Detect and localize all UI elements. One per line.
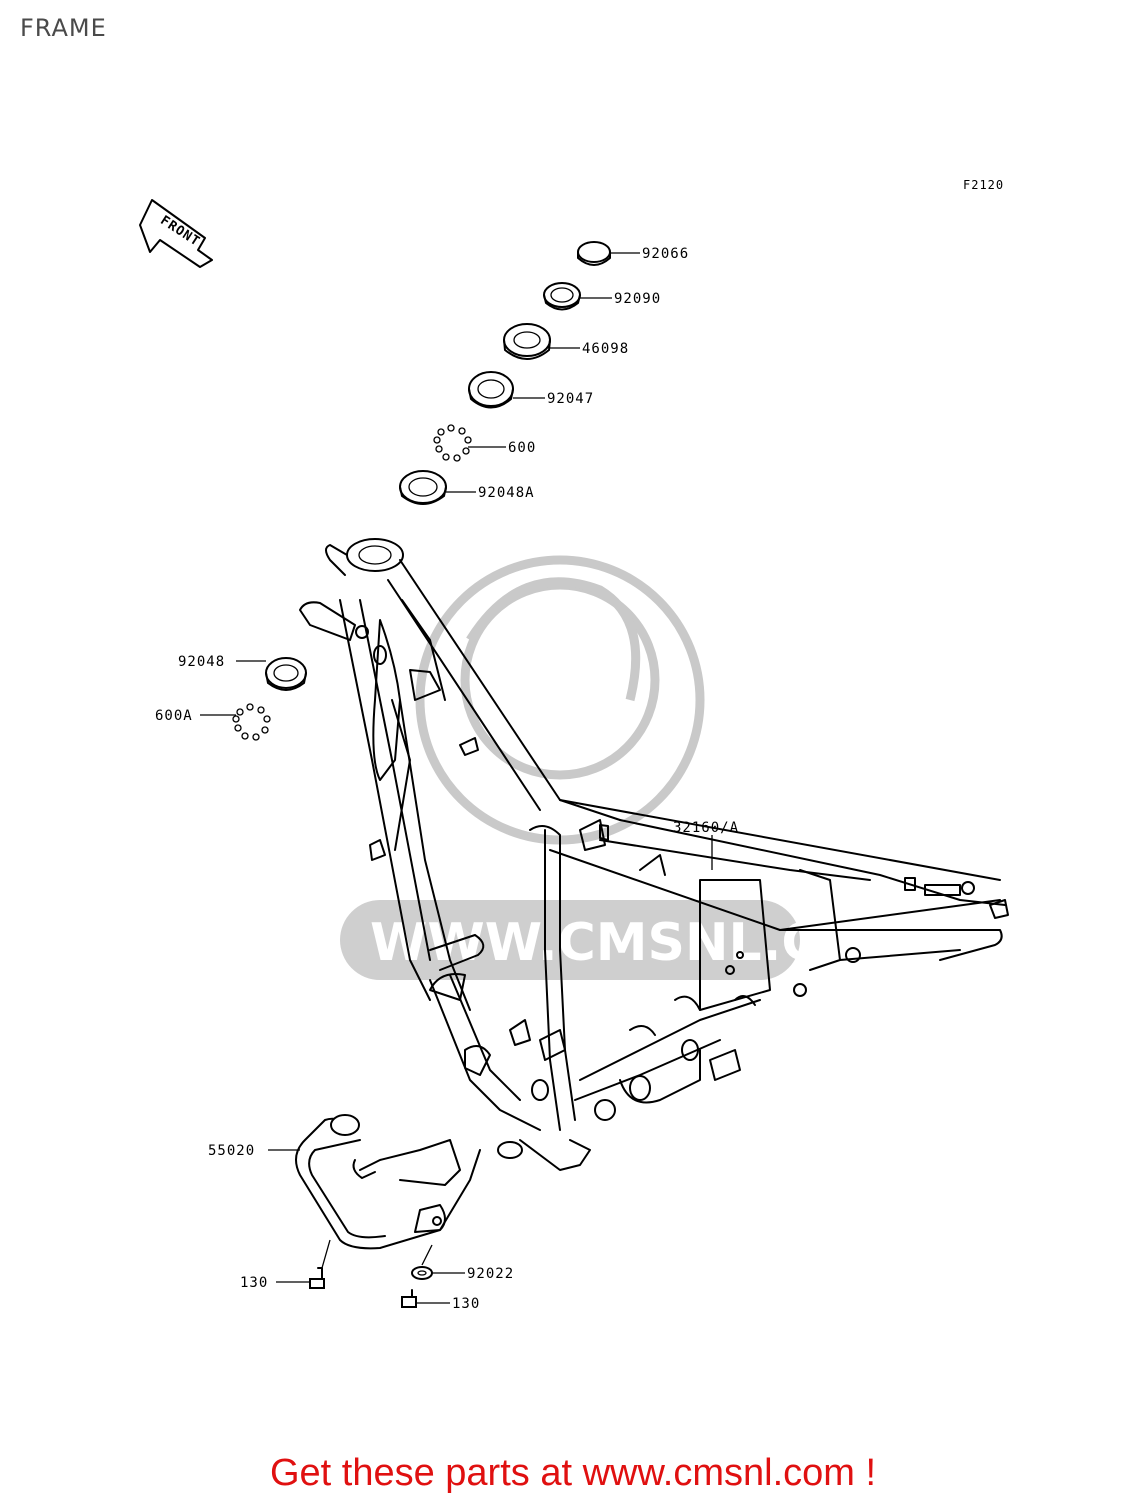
part-600-icon xyxy=(433,424,472,462)
part-130-bolt-icon xyxy=(309,1267,325,1289)
part-92066-icon xyxy=(577,241,611,266)
part-label-600A: 600A xyxy=(155,708,193,724)
part-label-92047: 92047 xyxy=(547,391,594,407)
part-label-55020: 55020 xyxy=(208,1143,255,1159)
part-label-92066: 92066 xyxy=(642,246,689,262)
part-92047-icon xyxy=(468,371,514,409)
part-55020-icon xyxy=(295,1114,481,1250)
part-label-92022: 92022 xyxy=(467,1266,514,1282)
part-label-92048: 92048 xyxy=(178,654,225,670)
part-46098-icon xyxy=(503,323,551,360)
frame-32160-icon xyxy=(299,538,1009,1171)
front-arrow-icon: FRONT xyxy=(139,199,213,268)
footer-cta-link[interactable]: Get these parts at www.cmsnl.com ! xyxy=(269,1452,877,1494)
part-600A-icon xyxy=(232,703,271,741)
parts-diagram: WWW.CMSNL.COM FRONT xyxy=(139,199,1009,1312)
part-92022-washer-icon xyxy=(411,1266,433,1280)
part-label-92090: 92090 xyxy=(614,291,661,307)
figure-code: F2120 xyxy=(963,178,1005,192)
leader-lines xyxy=(200,252,713,1304)
part-label-46098: 46098 xyxy=(582,341,629,357)
part-label-600: 600 xyxy=(508,440,536,456)
part-label-130-2: 130 xyxy=(452,1296,480,1312)
page-title: FRAME xyxy=(20,14,107,42)
part-92048A-icon xyxy=(399,470,447,505)
watermark-logo: WWW.CMSNL.COM xyxy=(340,555,915,980)
part-label-130: 130 xyxy=(240,1275,268,1291)
part-label-92048A: 92048A xyxy=(478,485,535,501)
part-130-bolt-2-icon xyxy=(401,1289,417,1308)
part-92090-icon xyxy=(543,282,581,311)
part-92048-icon xyxy=(265,657,307,691)
part-label-32160-A: 32160/A xyxy=(673,820,739,836)
